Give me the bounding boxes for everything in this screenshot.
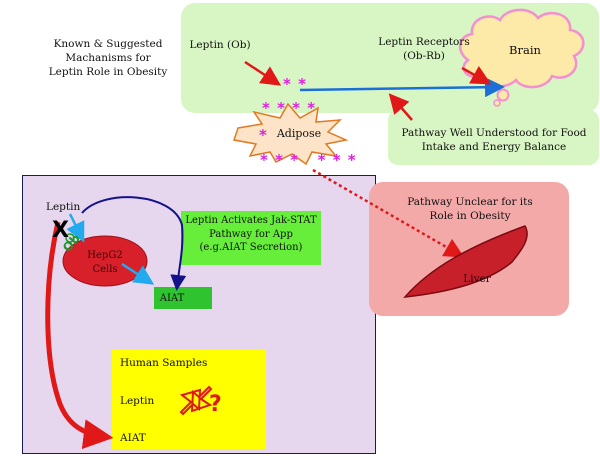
hepg2-label: HepG2 Cells xyxy=(87,250,123,275)
aiat-box xyxy=(154,287,212,309)
human-aiat-label: AIAT xyxy=(120,432,146,444)
cell-to-aiat-arrow xyxy=(121,262,155,285)
adipose-burst-icon xyxy=(233,102,349,166)
asterisk-row-3: * xyxy=(259,126,267,144)
leptin-to-cell-arrow xyxy=(66,213,85,243)
food-pathway-label: Pathway Well Understood for Food Intake … xyxy=(401,127,587,154)
food-pathway-arrow xyxy=(388,93,413,121)
opposing-arrows-icon xyxy=(179,385,213,416)
asterisk-row-4: * * * * * * xyxy=(260,151,357,169)
aiat-label: AIAT xyxy=(159,293,185,304)
diagram-title: Known & Suggested Machanisms for Leptin … xyxy=(48,38,168,79)
adipose-label: Adipose xyxy=(276,127,322,140)
brain-label: Brain xyxy=(509,43,541,57)
question-mark: ? xyxy=(209,392,222,417)
jak-stat-label: Leptin Activates Jak-STAT Pathway for Ap… xyxy=(185,215,317,253)
leptin-ob-label: Leptin (Ob) xyxy=(189,39,251,51)
hepg2-cell-icon xyxy=(62,235,148,287)
leptin-receptors-label: Leptin Receptors (Ob-Rb) xyxy=(378,36,470,63)
blocked-x-mark: X xyxy=(52,218,69,243)
liver-label: Liver xyxy=(463,273,491,285)
leptin-to-aiat-curve xyxy=(81,196,187,291)
pathway-to-brain-arrow xyxy=(299,77,505,98)
adipose-to-liver-arrow xyxy=(312,168,465,258)
jak-stat-box xyxy=(181,211,321,265)
liver-icon xyxy=(403,225,528,298)
receptors-arrow xyxy=(461,65,492,85)
human-leptin-label: Leptin xyxy=(120,395,155,407)
human-samples-box xyxy=(112,349,266,449)
leptin-small-label: Leptin xyxy=(46,201,81,213)
leptin-ob-arrow xyxy=(244,60,282,86)
leptin-to-human-aiat-arrow xyxy=(45,221,114,450)
human-samples-label: Human Samples xyxy=(120,357,208,369)
asterisk-row-1: * * xyxy=(283,75,307,93)
receptor-ring-icon xyxy=(65,233,75,243)
asterisk-row-2: * * * * xyxy=(262,99,317,117)
food-pathway-panel xyxy=(388,110,599,165)
obesity-pathway-label: Pathway Unclear for its Role in Obesity xyxy=(407,196,533,223)
obesity-pathway-panel xyxy=(369,182,569,316)
